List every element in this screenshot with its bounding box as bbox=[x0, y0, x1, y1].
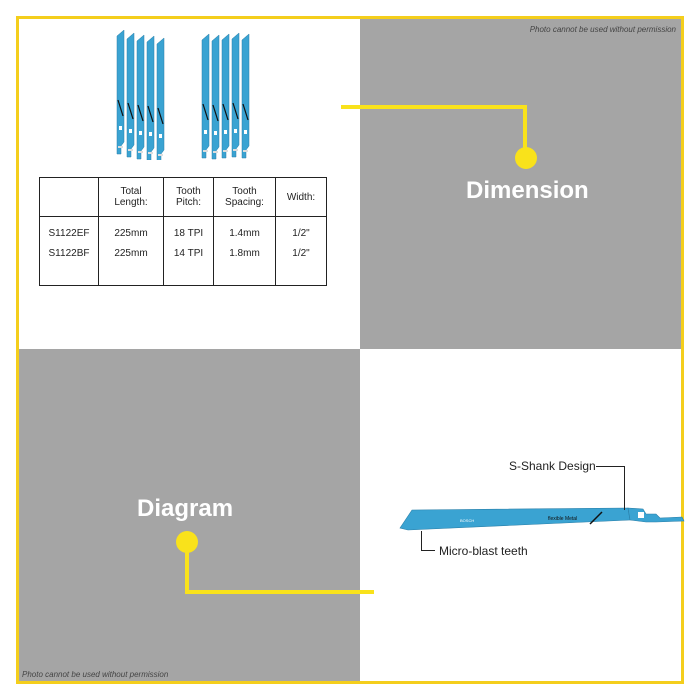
blade-diagram-image: BOSCH flexible Metal bbox=[399, 507, 685, 531]
blade-diagram-text: flexible Metal bbox=[548, 516, 577, 522]
cell-model: S1122EF bbox=[39, 216, 99, 243]
shank-callout-line-h bbox=[596, 466, 625, 467]
cell-length: 225mm bbox=[98, 243, 164, 263]
table-row: S1122BF 225mm 14 TPI 1.8mm 1/2" bbox=[39, 243, 327, 263]
yellow-frame bbox=[16, 16, 684, 684]
permission-notice-bottom: Photo cannot be used without permission bbox=[22, 670, 169, 679]
panel-top-right bbox=[360, 19, 681, 349]
connector-line-top-v bbox=[523, 105, 527, 155]
permission-notice-top: Photo cannot be used without permission bbox=[529, 25, 676, 34]
shank-callout-label: S-Shank Design bbox=[509, 459, 596, 473]
panel-bottom-left bbox=[19, 349, 360, 681]
teeth-callout-label: Micro-blast teeth bbox=[439, 544, 528, 558]
cell-pitch: 18 TPI bbox=[163, 216, 214, 243]
table-row-spacer bbox=[39, 263, 327, 286]
connector-line-bottom-h bbox=[185, 590, 374, 594]
cell-spacing: 1.8mm bbox=[213, 243, 276, 263]
diagram-label: Diagram bbox=[137, 495, 234, 522]
cell-pitch: 14 TPI bbox=[163, 243, 214, 263]
teeth-callout-line-v bbox=[421, 531, 422, 550]
connector-dot-top bbox=[515, 147, 537, 169]
cell-length: 225mm bbox=[98, 216, 164, 243]
connector-line-top-h bbox=[341, 105, 527, 109]
shank-callout-line-v bbox=[624, 466, 625, 510]
header-cell-blank bbox=[39, 177, 99, 217]
header-cell-width: Width: bbox=[275, 177, 327, 217]
blade-group-image bbox=[116, 30, 250, 160]
cell-spacing: 1.4mm bbox=[213, 216, 276, 243]
svg-text:BOSCH: BOSCH bbox=[460, 518, 474, 523]
table-row: S1122EF 225mm 18 TPI 1.4mm 1/2" bbox=[39, 216, 327, 243]
connector-line-bottom-v bbox=[185, 541, 189, 594]
cell-width: 1/2" bbox=[275, 216, 327, 243]
cell-model: S1122BF bbox=[39, 243, 99, 263]
cell-width: 1/2" bbox=[275, 243, 327, 263]
teeth-callout-line-h bbox=[421, 550, 435, 551]
dimension-label: Dimension bbox=[466, 177, 589, 204]
